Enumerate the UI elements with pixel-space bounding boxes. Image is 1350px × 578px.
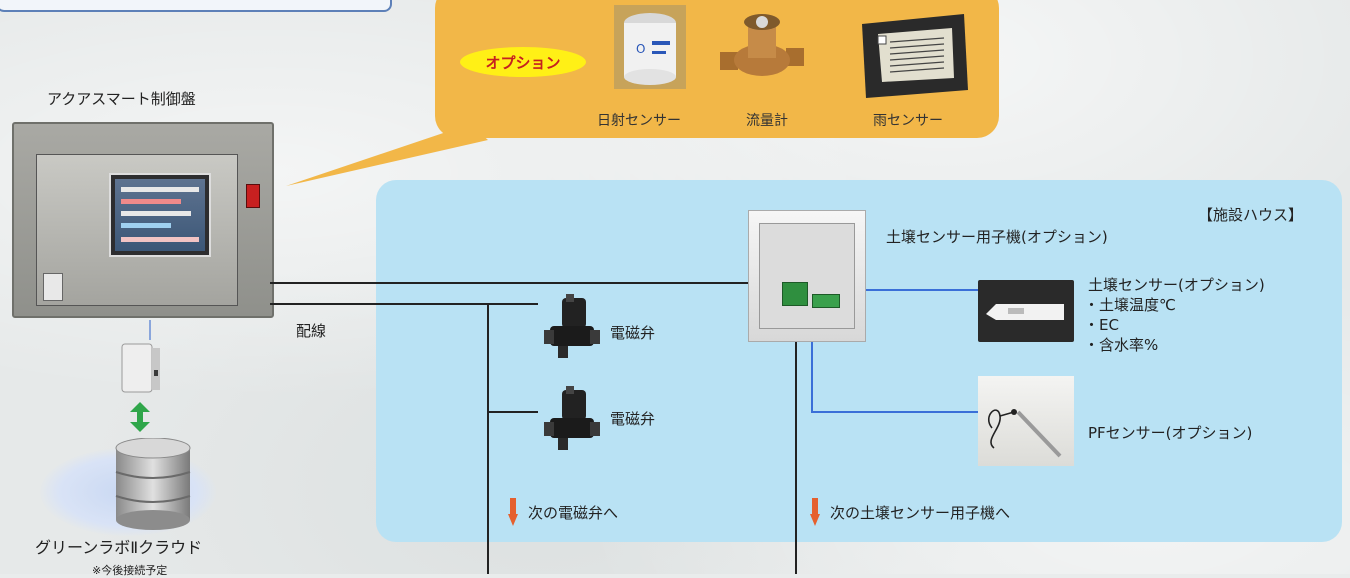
power-switch	[246, 184, 260, 208]
svg-text:O: O	[636, 42, 645, 56]
house-tag: 【施設ハウス】	[1198, 206, 1304, 224]
soil-sensor-item-ec: ・EC	[1084, 316, 1119, 334]
touch-screen	[109, 173, 211, 257]
valve-label-1: 電磁弁	[610, 324, 656, 342]
soil-sensor-item-moisture: ・含水率%	[1084, 336, 1159, 354]
pyranometer-icon: O	[614, 5, 686, 89]
option-label-flowmeter: 流量計	[746, 113, 788, 129]
option-label-rain-sensor: 雨センサー	[873, 113, 943, 129]
sync-arrow-icon	[130, 402, 150, 432]
next-valve-label: 次の電磁弁へ	[528, 504, 619, 522]
arrow-down-icon	[508, 498, 518, 526]
wiring-label: 配線	[296, 322, 327, 340]
control-panel-box	[12, 122, 274, 318]
soil-sensor-icon	[978, 280, 1074, 342]
soil-sensor-title: 土壌センサー(オプション)	[1088, 276, 1265, 294]
database-icon	[112, 437, 194, 530]
flowmeter-icon	[720, 8, 804, 84]
option-label-pyranometer: 日射センサー	[597, 113, 681, 129]
soil-sensor-item-temp: ・土壌温度℃	[1084, 296, 1176, 314]
valve-label-2: 電磁弁	[610, 410, 656, 428]
option-badge: オプション	[460, 47, 586, 77]
pf-sensor-icon	[978, 376, 1074, 466]
next-unit-label: 次の土壌センサー用子機へ	[830, 504, 1011, 522]
rain-sensor-icon	[856, 12, 970, 100]
top-frame	[0, 0, 392, 12]
solenoid-valve-icon	[544, 294, 600, 360]
control-panel-title: アクアスマート制御盤	[47, 90, 196, 108]
solenoid-valve-icon	[544, 386, 600, 452]
gateway-icon	[120, 340, 164, 396]
pf-sensor-label: PFセンサー(オプション)	[1088, 424, 1253, 442]
cloud-title: グリーンラボⅡクラウド	[35, 538, 203, 557]
soil-sensor-unit-box	[748, 210, 866, 342]
unit-label: 土壌センサー用子機(オプション)	[886, 228, 1108, 246]
arrow-down-icon	[810, 498, 820, 526]
